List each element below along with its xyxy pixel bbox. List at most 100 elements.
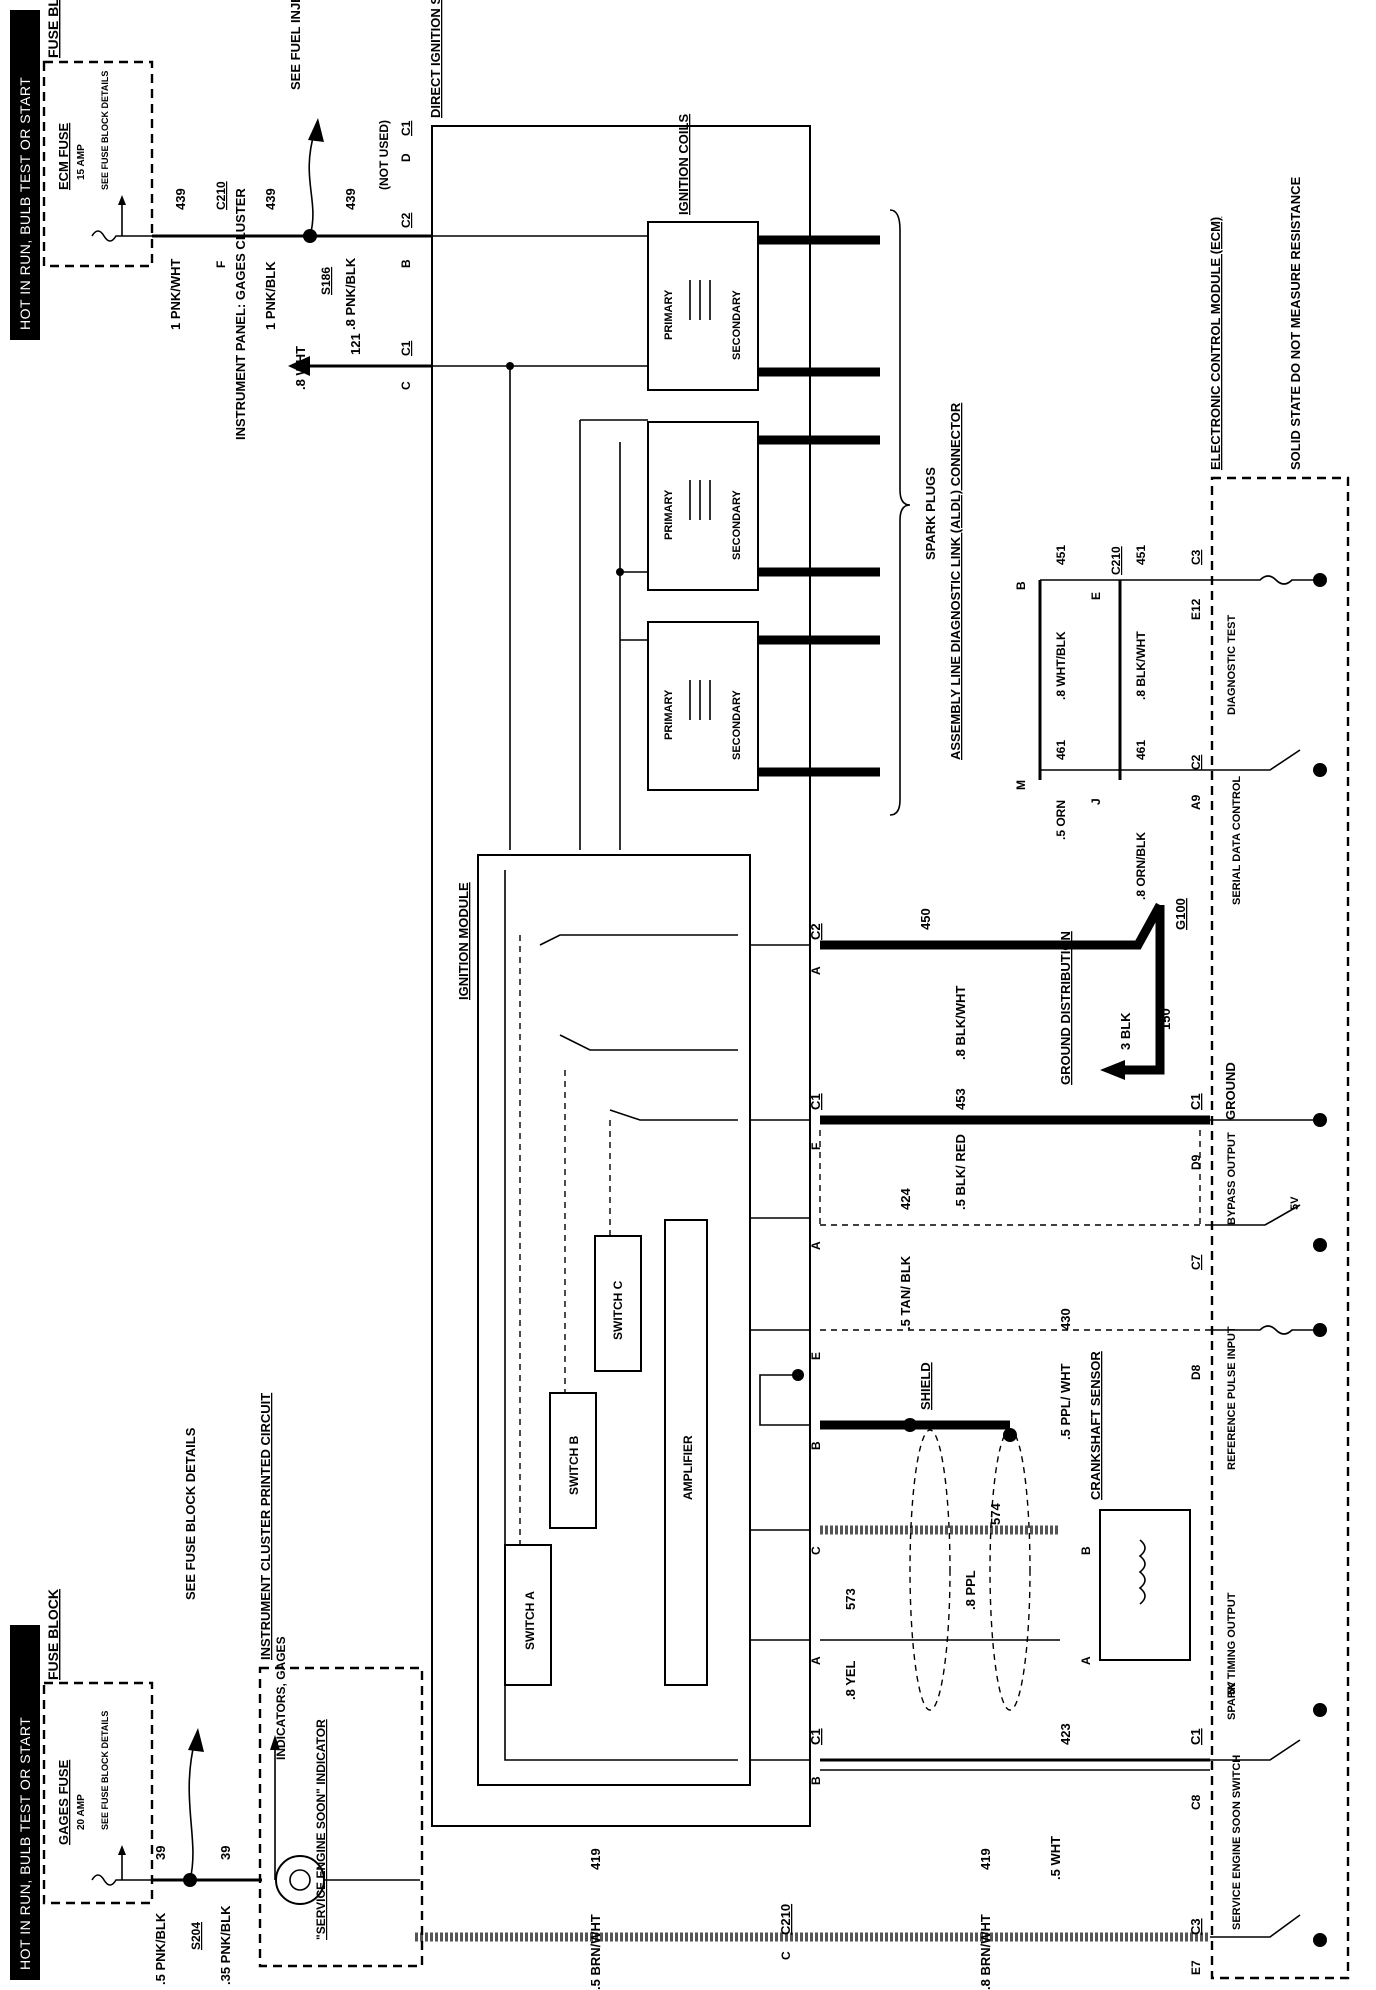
svg-text:430: 430 [1058, 1308, 1073, 1330]
svg-text:439: 439 [343, 188, 358, 210]
svg-text:.8 PNK/BLK: .8 PNK/BLK [343, 257, 358, 330]
ecm-box: ELECTRONIC CONTROL MODULE (ECM) SOLID ST… [1208, 176, 1350, 1980]
instrument-cluster: INSTRUMENT CLUSTER PRINTED CIRCUIT INDIC… [258, 1393, 424, 1968]
power-banner-bottom: HOT IN RUN, BULB TEST OR START [10, 1625, 40, 1980]
svg-text:D: D [399, 153, 413, 162]
svg-text:450: 450 [918, 908, 933, 930]
svg-text:.35 PNK/BLK: .35 PNK/BLK [218, 1905, 233, 1985]
svg-text:ECM FUSE: ECM FUSE [56, 123, 71, 191]
svg-text:E12: E12 [1189, 598, 1203, 620]
wire-423: C1 B 423 .5 WHT C1 C8 [808, 1723, 1210, 1880]
svg-text:SECONDARY: SECONDARY [731, 689, 743, 760]
svg-text:439: 439 [263, 188, 278, 210]
fuel-injector-ref: SEE FUEL INJECTORS [288, 0, 324, 237]
svg-text:BYPASS OUTPUT: BYPASS OUTPUT [1226, 1132, 1238, 1225]
svg-text:.5 WHT: .5 WHT [1048, 1836, 1063, 1880]
svg-text:39: 39 [153, 1846, 168, 1860]
svg-text:SECONDARY: SECONDARY [731, 489, 743, 560]
svg-text:15 AMP: 15 AMP [76, 144, 87, 180]
svg-text:C1: C1 [399, 120, 413, 136]
svg-text:.8 BLK/WHT: .8 BLK/WHT [953, 986, 968, 1060]
svg-text:SERVICE ENGINE SOON SWITCH: SERVICE ENGINE SOON SWITCH [1231, 1755, 1243, 1930]
svg-text:419: 419 [978, 1848, 993, 1870]
svg-text:C2: C2 [1189, 754, 1203, 770]
svg-text:PRIMARY: PRIMARY [663, 289, 675, 340]
svg-text:.8 ORN/BLK: .8 ORN/BLK [1134, 832, 1148, 900]
not-used-pin: (NOT USED) C1 D [377, 120, 413, 190]
svg-text:C3: C3 [1188, 1918, 1203, 1935]
svg-text:SWITCH C: SWITCH C [611, 1280, 625, 1340]
wire-shield: SHIELD B [759, 1362, 1017, 1450]
svg-text:C1: C1 [808, 1093, 823, 1110]
svg-text:ELECTRONIC CONTROL MODULE (ECM: ELECTRONIC CONTROL MODULE (ECM) [1208, 217, 1223, 470]
svg-text:.5 BLK/ RED: .5 BLK/ RED [953, 1134, 968, 1210]
wire-450-ground: C2 A 450 .8 BLK/WHT G100 3 BLK 150 GROUN… [808, 898, 1188, 1085]
svg-text:INSTRUMENT PANEL: GAGES CLUSTE: INSTRUMENT PANEL: GAGES CLUSTER [233, 188, 248, 440]
svg-text:3 BLK: 3 BLK [1118, 1012, 1133, 1050]
svg-text:SWITCH A: SWITCH A [523, 1591, 537, 1650]
svg-text:451: 451 [1134, 545, 1148, 565]
svg-text:C3: C3 [1189, 549, 1203, 565]
svg-text:5V: 5V [1226, 1681, 1238, 1695]
wire-573: A 573 .8 YEL [809, 1588, 1060, 1700]
svg-text:D8: D8 [1189, 1364, 1203, 1380]
svg-text:.8 WHT: .8 WHT [293, 346, 308, 390]
svg-text:.5 PPL/ WHT: .5 PPL/ WHT [1058, 1363, 1073, 1440]
svg-text:C: C [399, 381, 413, 390]
svg-text:C8: C8 [1189, 1794, 1203, 1810]
svg-text:SEE FUSE BLOCK DETAILS: SEE FUSE BLOCK DETAILS [100, 1711, 110, 1830]
svg-text:424: 424 [898, 1188, 913, 1210]
svg-text:C1: C1 [1188, 1728, 1203, 1745]
svg-text:C1: C1 [399, 340, 413, 356]
crankshaft-sensor: CRANKSHAFT SENSOR B A [1079, 1351, 1191, 1665]
svg-text:B: B [809, 1441, 823, 1450]
svg-text:.8 BLK/WHT: .8 BLK/WHT [1134, 631, 1148, 700]
svg-text:C: C [809, 1546, 823, 1555]
svg-text:.8 BRN/WHT: .8 BRN/WHT [978, 1914, 993, 1990]
svg-text:FUSE BLOCK: FUSE BLOCK [45, 0, 61, 58]
svg-text:SEE FUSE BLOCK DETAILS: SEE FUSE BLOCK DETAILS [183, 1427, 198, 1600]
svg-text:573: 573 [843, 1588, 858, 1610]
svg-text:SEE FUEL INJECTORS: SEE FUEL INJECTORS [288, 0, 303, 90]
svg-text:GAGES FUSE: GAGES FUSE [56, 1759, 71, 1845]
svg-text:S186: S186 [319, 267, 333, 295]
svg-text:1 PNK/BLK: 1 PNK/BLK [263, 261, 278, 330]
svg-text:REFERENCE PULSE INPUT: REFERENCE PULSE INPUT [1226, 1326, 1238, 1470]
svg-text:SECONDARY: SECONDARY [731, 289, 743, 360]
fuse-block-bottom: FUSE BLOCK GAGES FUSE 20 AMP SEE FUSE BL… [42, 1589, 154, 1905]
svg-text:451: 451 [1054, 545, 1068, 565]
svg-text:E7: E7 [1189, 1960, 1203, 1975]
svg-text:PRIMARY: PRIMARY [663, 489, 675, 540]
svg-text:.8 YEL: .8 YEL [843, 1660, 858, 1700]
svg-text:1 PNK/WHT: 1 PNK/WHT [168, 258, 183, 330]
svg-text:IGNITION COILS: IGNITION COILS [676, 114, 691, 215]
svg-text:E: E [1089, 592, 1103, 600]
svg-text:G100: G100 [1173, 898, 1188, 930]
svg-text:CRANKSHAFT SENSOR: CRANKSHAFT SENSOR [1088, 1351, 1103, 1500]
svg-text:S204: S204 [189, 1922, 203, 1950]
svg-text:.8 WHT/BLK: .8 WHT/BLK [1054, 631, 1068, 700]
svg-text:A: A [1079, 1656, 1093, 1665]
svg-text:423: 423 [1058, 1723, 1073, 1745]
svg-text:C2: C2 [399, 212, 413, 228]
svg-text:IGNITION MODULE: IGNITION MODULE [456, 882, 471, 1000]
wire-39: .5 PNK/BLK 39 S204 .35 PNK/BLK 39 SEE FU… [152, 1427, 262, 1985]
svg-text:DIAGNOSTIC TEST: DIAGNOSTIC TEST [1226, 614, 1238, 715]
svg-text:C210: C210 [1109, 546, 1123, 575]
svg-text:C1: C1 [1188, 1093, 1203, 1110]
svg-text:"SERVICE ENGINE SOON" INDICATO: "SERVICE ENGINE SOON" INDICATOR [314, 1719, 328, 1940]
wire-419: 419 .5 BRN/WHT C210 C 419 .8 BRN/WHT C3 … [415, 1848, 1210, 1990]
svg-text:.5 ORN: .5 ORN [1054, 800, 1068, 840]
svg-text:121: 121 [348, 333, 363, 355]
svg-text:A: A [809, 1656, 823, 1665]
svg-text:419: 419 [588, 1848, 603, 1870]
svg-text:J: J [1089, 798, 1103, 805]
ignition-module: IGNITION MODULE SWITCH A SWITCH B SWITCH… [456, 854, 751, 1786]
svg-text:.8 PPL: .8 PPL [963, 1570, 978, 1610]
svg-text:SERIAL DATA CONTROL: SERIAL DATA CONTROL [1231, 776, 1243, 905]
svg-text:439: 439 [173, 188, 188, 210]
aldl-connector: ASSEMBLY LINE DIAGNOSTIC LINK (ALDL) CON… [948, 402, 1210, 900]
svg-text:SOLID STATE DO NOT MEASURE RES: SOLID STATE DO NOT MEASURE RESISTANCE [1288, 176, 1303, 470]
wire-439-feed: 1 PNK/WHT 439 C210 F 1 PNK/BLK 439 S186 … [152, 181, 432, 330]
svg-text:F: F [809, 1143, 823, 1150]
